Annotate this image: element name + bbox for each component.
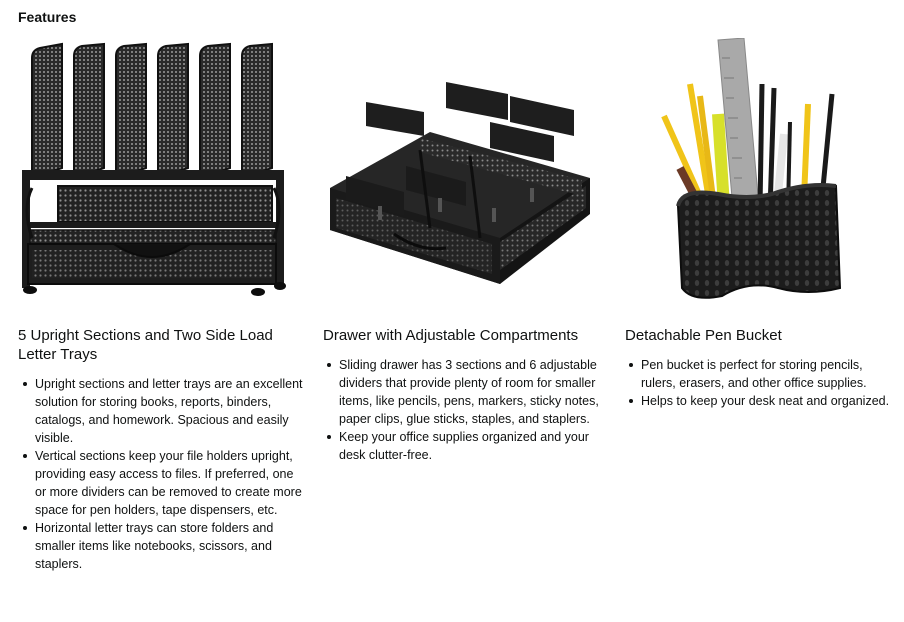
feature-bullet-list: Pen bucket is perfect for storing pencil… — [622, 356, 900, 410]
pen-bucket-icon — [622, 38, 894, 308]
features-title: Features — [18, 9, 77, 25]
list-item: Sliding drawer has 3 sections and 6 adju… — [327, 356, 605, 428]
list-item: Helps to keep your desk neat and organiz… — [629, 392, 900, 410]
drawer-dividers-icon — [320, 38, 592, 308]
list-item: Horizontal letter trays can store folder… — [23, 519, 303, 573]
list-item: Keep your office supplies organized and … — [327, 428, 605, 464]
list-item: Pen bucket is perfect for storing pencil… — [629, 356, 900, 392]
feature-card-drawer: Drawer with Adjustable Compartments Slid… — [320, 38, 605, 464]
feature-bullet-list: Upright sections and letter trays are an… — [18, 375, 303, 573]
list-item: Upright sections and letter trays are an… — [23, 377, 303, 445]
mesh-desk-organizer-icon — [18, 38, 290, 308]
feature-heading: Detachable Pen Bucket — [625, 327, 782, 344]
feature-heading: 5 Upright Sections and Two Side Load Let… — [18, 327, 273, 363]
feature-card-pen-bucket: Detachable Pen Bucket Pen bucket is perf… — [622, 38, 900, 410]
list-item: Vertical sections keep your file holders… — [23, 449, 302, 517]
feature-card-upright-sections: 5 Upright Sections and Two Side Load Let… — [18, 38, 303, 573]
feature-heading: Drawer with Adjustable Compartments — [323, 327, 579, 344]
feature-bullet-list: Sliding drawer has 3 sections and 6 adju… — [320, 356, 605, 464]
